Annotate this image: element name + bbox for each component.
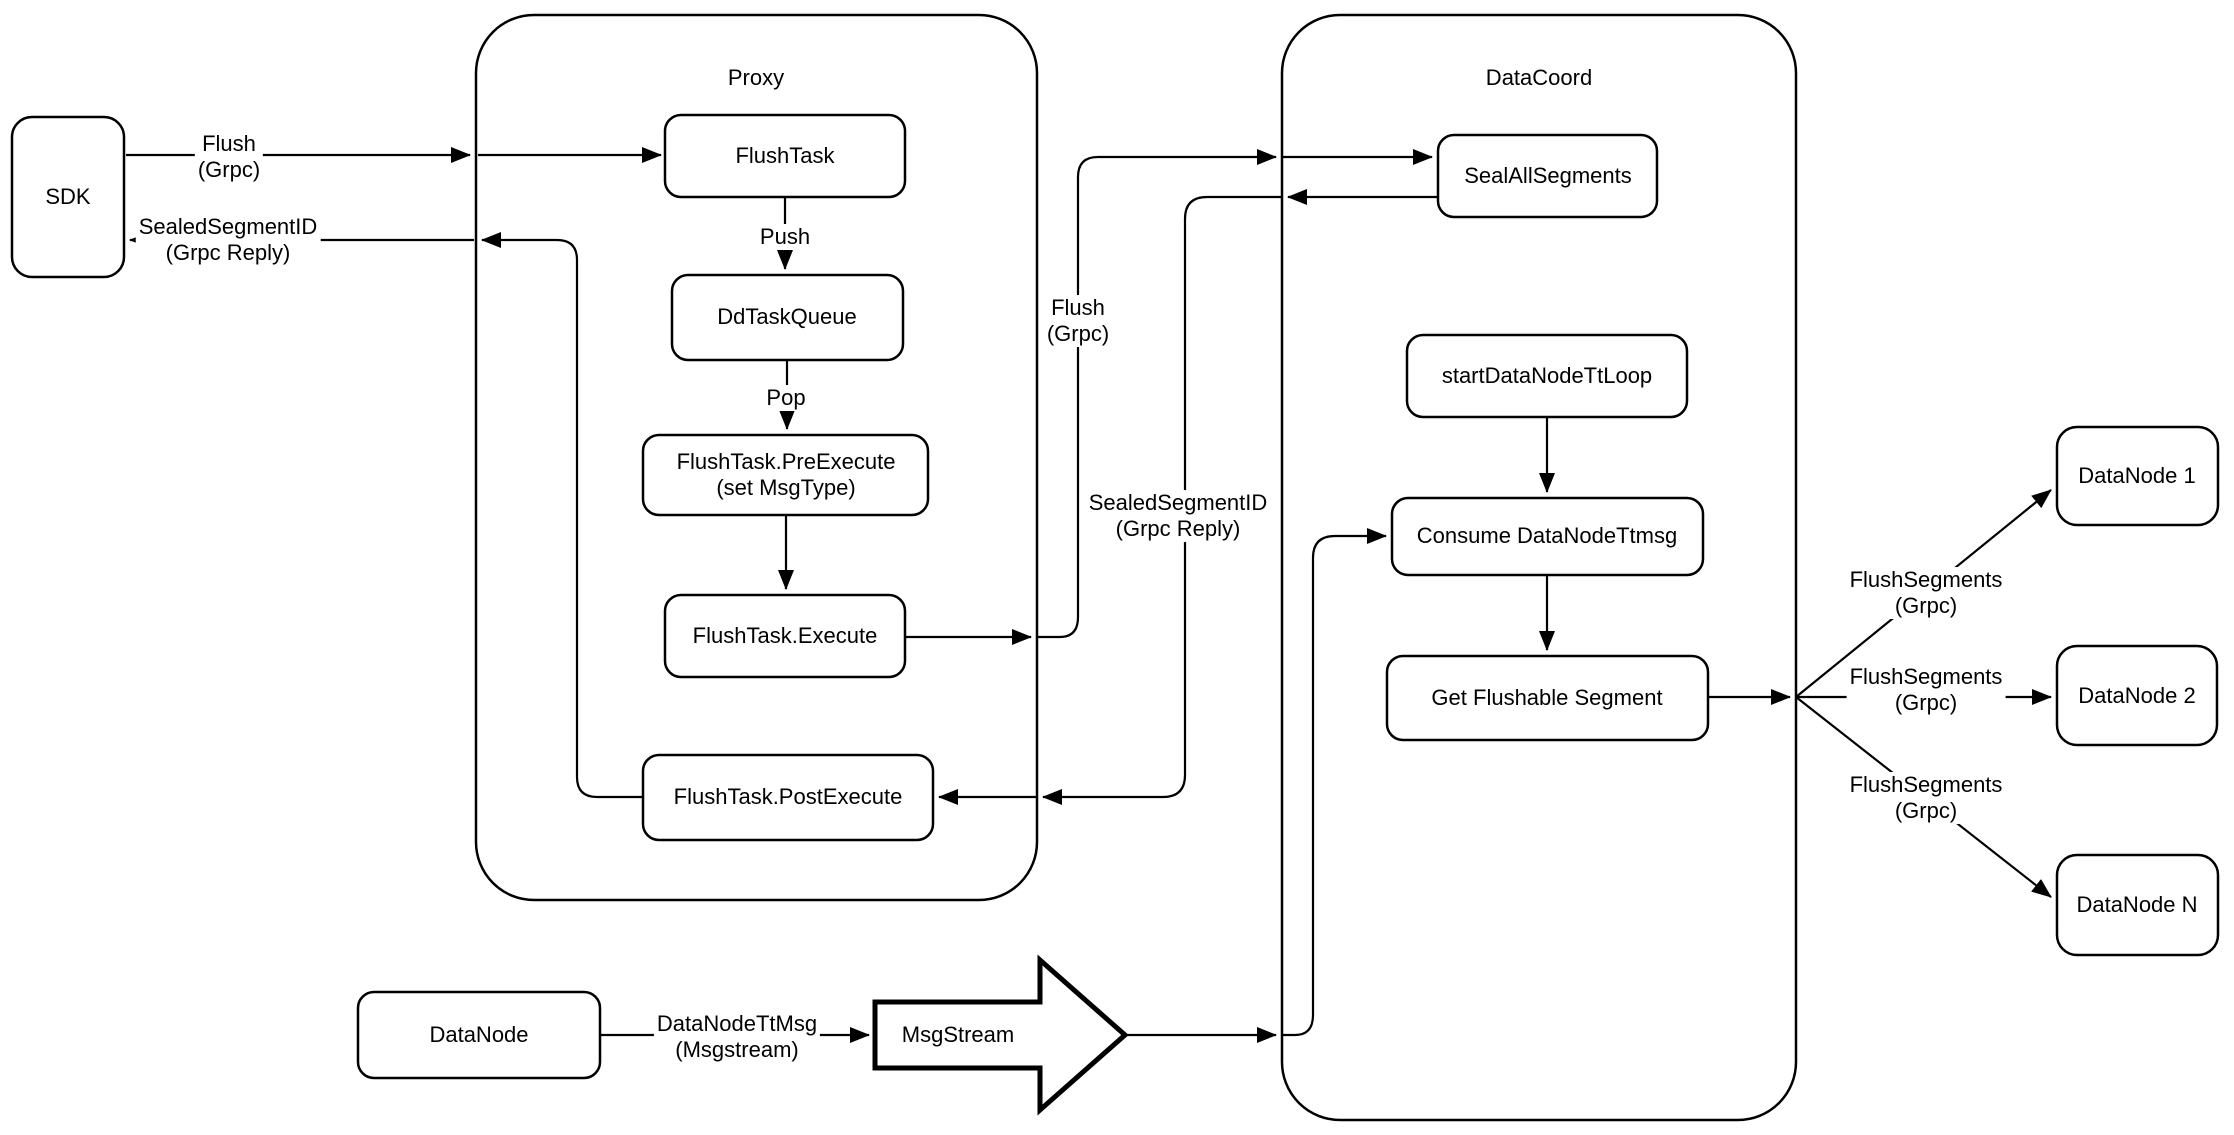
preexecute-node	[641, 433, 930, 517]
execute-node	[663, 593, 907, 679]
datanode1-node	[2055, 425, 2220, 527]
datanode2-node	[2055, 644, 2219, 747]
edge-proxy-to-datacoord-flush	[1037, 149, 1277, 639]
sdk-node	[10, 115, 126, 279]
postexecute-node	[641, 753, 935, 842]
getflushablesegment-node	[1385, 654, 1710, 742]
flushtask-node	[663, 113, 907, 199]
datanoden-label: DataNode N	[2076, 892, 2198, 918]
flushsegments-3-edge-label: FlushSegments (Grpc)	[1846, 772, 2006, 824]
flushtask-label: FlushTask	[735, 143, 835, 169]
sealallsegments-label: SealAllSegments	[1464, 163, 1632, 189]
flush-grpc-mid-edge-label: Flush (Grpc)	[1043, 295, 1113, 347]
sealallsegments-node	[1436, 133, 1659, 219]
datanodettmsg-edge-label: DataNodeTtMsg (Msgstream)	[653, 1011, 821, 1063]
ddtaskqueue-label: DdTaskQueue	[717, 304, 857, 330]
sealed-reply-mid-edge-label: SealedSegmentID (Grpc Reply)	[1085, 490, 1271, 542]
pop-edge-label: Pop	[763, 385, 809, 411]
flushsegments-2-edge-label: FlushSegments (Grpc)	[1846, 664, 2006, 716]
edge-datacoord-to-consume	[1282, 528, 1387, 1037]
flushsegments-1-edge-label: FlushSegments (Grpc)	[1846, 567, 2006, 619]
msgstream-block-arrow	[872, 954, 1129, 1116]
flush-grpc-sdk-edge-label: Flush (Grpc)	[194, 131, 264, 183]
proxy-container-label: Proxy	[727, 65, 785, 91]
preexecute-label: FlushTask.PreExecute (set MsgType)	[676, 449, 896, 500]
execute-label: FlushTask.Execute	[692, 623, 878, 649]
ddtaskqueue-node	[670, 273, 905, 362]
datanode1-label: DataNode 1	[2078, 463, 2196, 489]
postexecute-label: FlushTask.PostExecute	[673, 784, 903, 810]
datacoord-container-label: DataCoord	[1485, 65, 1593, 91]
startdatanodettloop-node	[1405, 333, 1689, 419]
consumedatanodettmsg-node	[1390, 496, 1705, 577]
datanode-bottom-node	[356, 990, 602, 1080]
getflushablesegment-label: Get Flushable Segment	[1431, 685, 1663, 711]
sdk-label: SDK	[45, 184, 91, 210]
sealed-reply-sdk-edge-label: SealedSegmentID (Grpc Reply)	[135, 214, 321, 266]
datanoden-node	[2055, 853, 2220, 957]
push-edge-label: Push	[756, 224, 814, 250]
consumedatanodettmsg-label: Consume DataNodeTtmsg	[1416, 523, 1678, 549]
startdatanodettloop-label: startDataNodeTtLoop	[1441, 363, 1653, 389]
datacoord-container	[1280, 13, 1798, 1122]
msgstream-label: MsgStream	[901, 1022, 1015, 1048]
proxy-container	[474, 13, 1039, 902]
edge-postexecute-to-proxy-edge	[481, 232, 643, 799]
datanode2-label: DataNode 2	[2078, 683, 2196, 709]
datanode-bottom-label: DataNode	[429, 1022, 529, 1048]
